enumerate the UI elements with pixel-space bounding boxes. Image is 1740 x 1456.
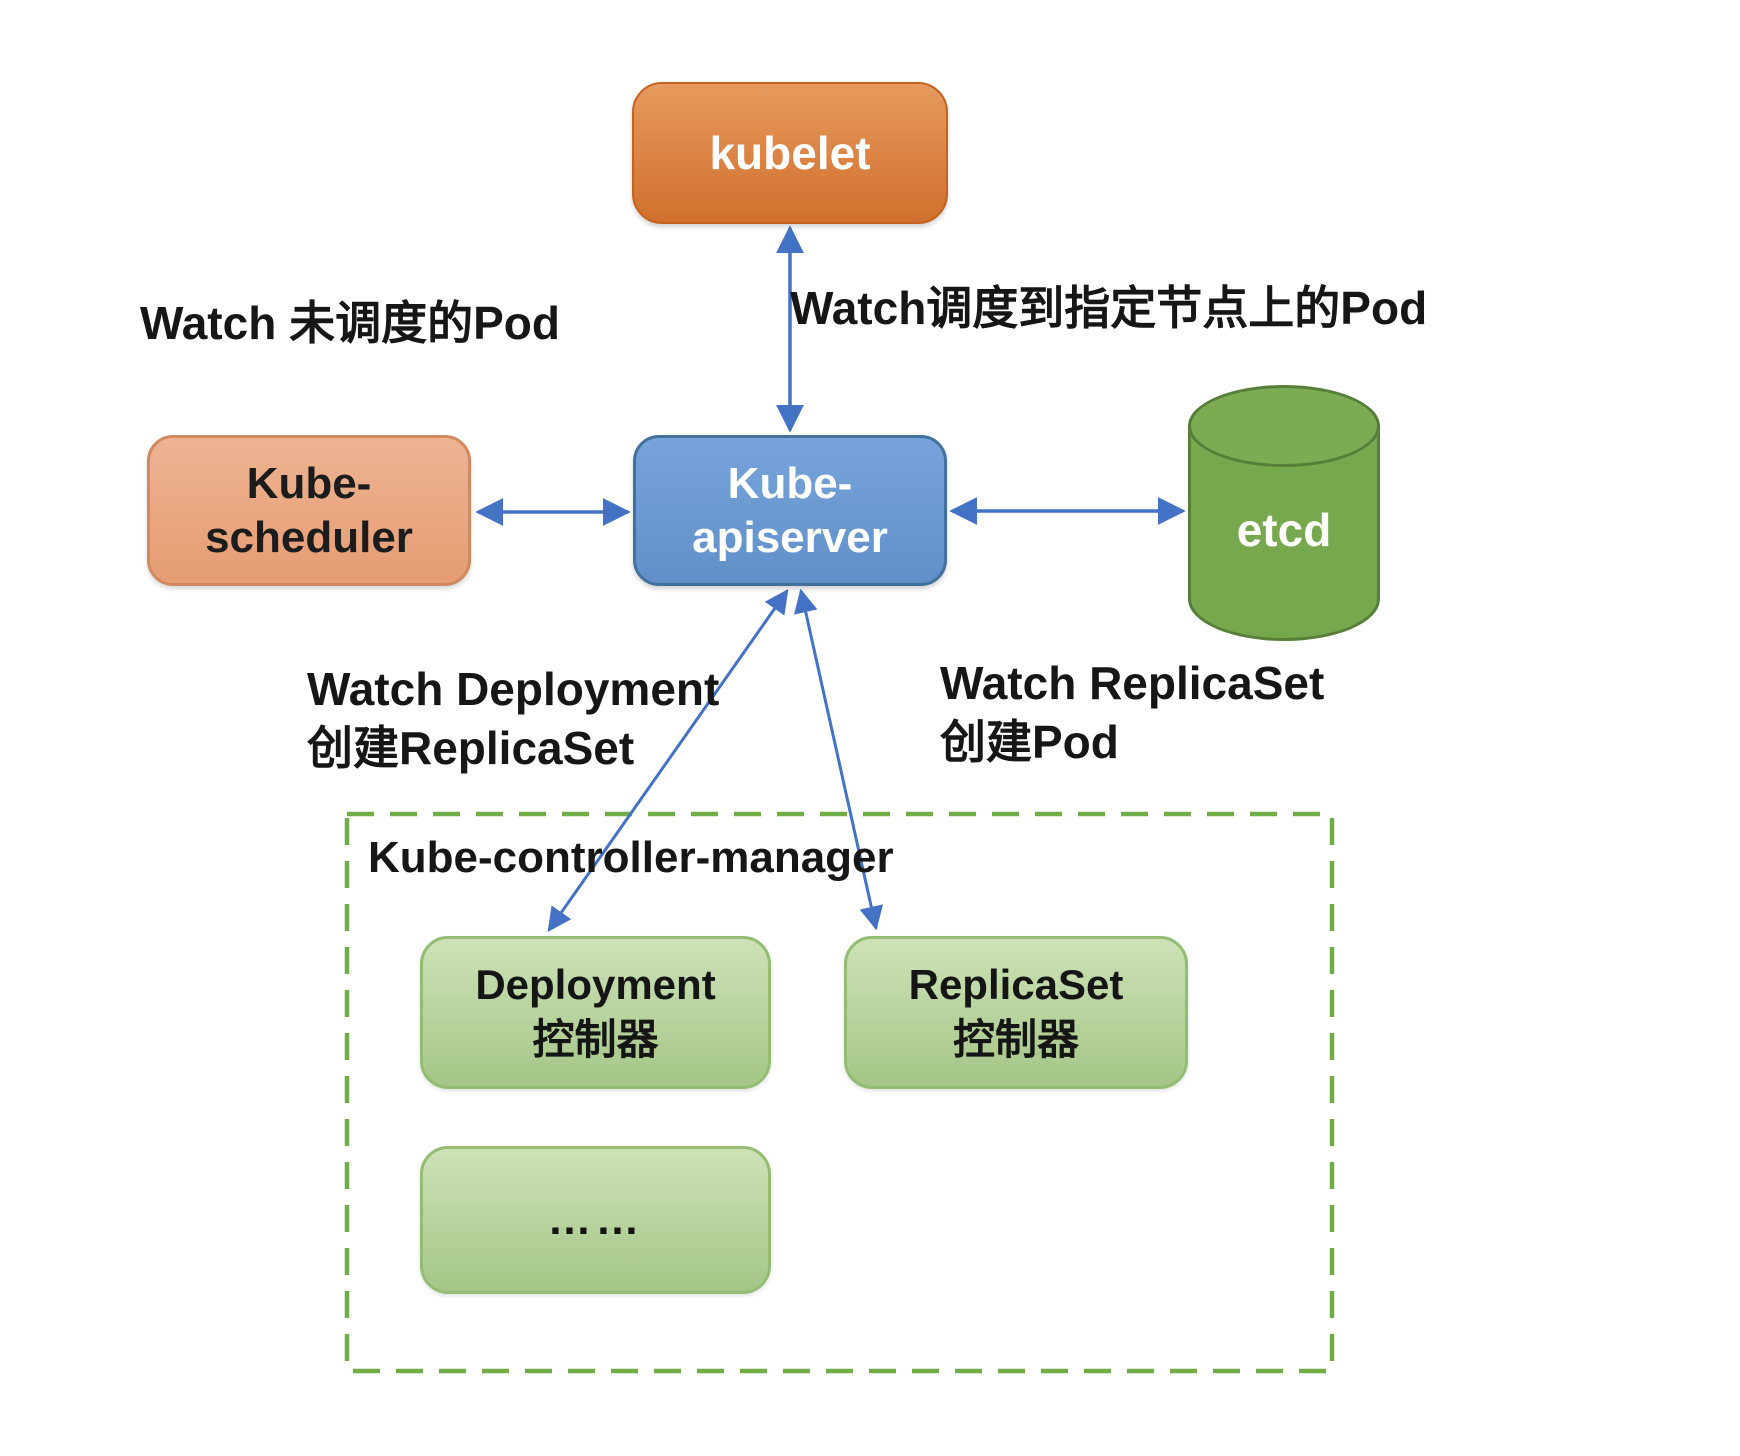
deployment-controller-label-line2: 控制器 (532, 1015, 659, 1063)
node-kube-scheduler: Kube- scheduler (147, 435, 471, 586)
label-watch-replicaset-line2: 创建Pod (940, 715, 1119, 768)
controller-manager-group-label: Kube-controller-manager (368, 833, 894, 882)
label-watch-scheduled-pod: Watch调度到指定节点上的Pod (790, 282, 1428, 334)
label-watch-unscheduled-pod: Watch 未调度的Pod (140, 297, 560, 349)
node-kube-apiserver: Kube- apiserver (633, 435, 947, 586)
node-kubelet: kubelet (632, 82, 948, 224)
label-watch-deployment: Watch Deployment 创建ReplicaSet (307, 660, 719, 778)
kube-apiserver-label-line1: Kube- (727, 458, 853, 508)
label-watch-deployment-line1: Watch Deployment (307, 663, 720, 715)
etcd-cylinder-top (1188, 385, 1380, 467)
kube-scheduler-label-line1: Kube- (246, 458, 372, 508)
node-etcd: etcd (1188, 385, 1380, 641)
replicaset-controller-label-line2: 控制器 (952, 1015, 1079, 1063)
kube-scheduler-label-line2: scheduler (205, 512, 413, 562)
arrow-apiserver-deployment-controller (547, 589, 789, 932)
kubelet-label: kubelet (709, 127, 871, 179)
etcd-cylinder-body (1188, 425, 1380, 641)
node-replicaset-controller: ReplicaSet 控制器 (844, 936, 1188, 1089)
more-controllers-label: …… (547, 1195, 644, 1245)
replicaset-controller-label-line1: ReplicaSet (908, 960, 1124, 1008)
arrow-apiserver-replicaset-controller (793, 588, 884, 931)
kube-apiserver-label-line2: apiserver (692, 512, 888, 562)
label-watch-deployment-line2: 创建ReplicaSet (307, 721, 635, 774)
deployment-controller-label-line1: Deployment (475, 960, 716, 1008)
etcd-label: etcd (1236, 504, 1332, 556)
node-deployment-controller: Deployment 控制器 (420, 936, 771, 1089)
label-watch-replicaset-line1: Watch ReplicaSet (940, 657, 1325, 709)
node-more-controllers: …… (420, 1146, 771, 1294)
label-watch-replicaset: Watch ReplicaSet 创建Pod (940, 654, 1324, 772)
